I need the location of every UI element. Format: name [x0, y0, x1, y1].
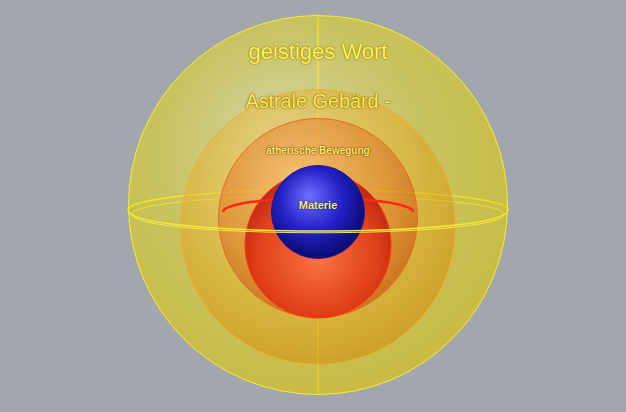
sphere-outline	[271, 165, 365, 259]
layer-label: ätherische Bewegung	[218, 145, 418, 156]
sphere	[181, 90, 456, 365]
red-band	[223, 198, 413, 212]
sphere-layer: Materie ätherische Bewegung Astrale Gebärd…	[180, 89, 456, 365]
layer-label: geistiges Wort	[128, 40, 508, 64]
equator-ring	[128, 210, 508, 231]
layer-label: Astrale Gebärd -	[180, 91, 456, 113]
sphere-layer: Materie	[271, 165, 365, 259]
sphere-layer: Materie ätherische Bewegung Astrale Gebärd…	[128, 15, 508, 395]
sphere-layer: Materie ätherische Bewegung	[218, 118, 418, 318]
layer-label: Materie	[271, 199, 365, 211]
sphere	[129, 16, 508, 395]
sphere	[272, 166, 365, 259]
equator-ring	[132, 214, 504, 233]
sphere	[219, 119, 418, 318]
